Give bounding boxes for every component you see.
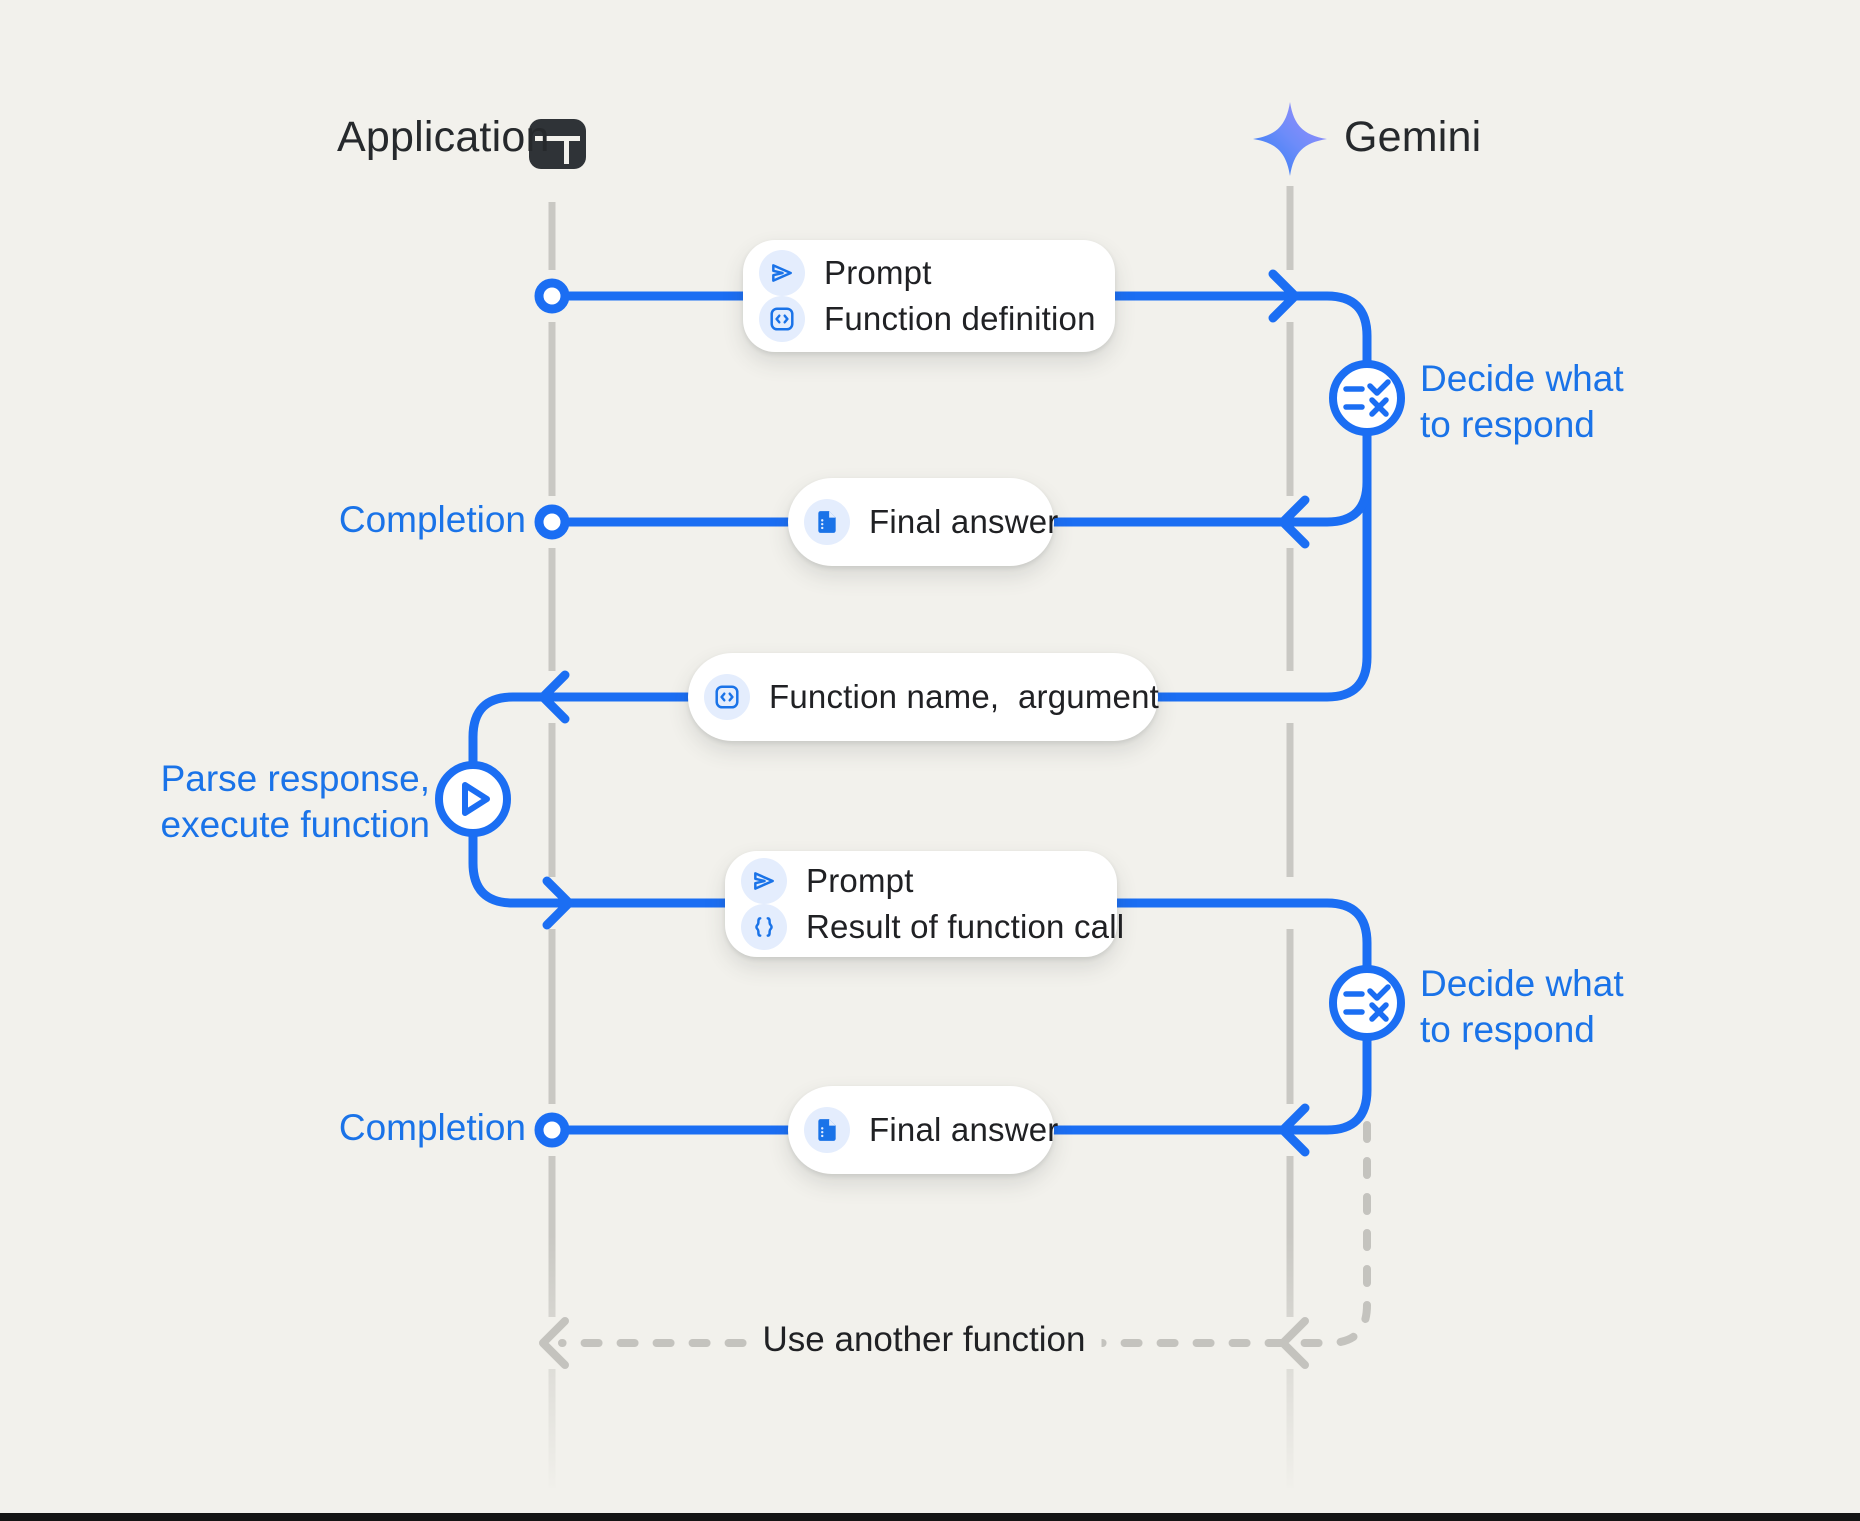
document-icon [804,499,850,545]
app-window-icon [529,119,586,169]
message-row: Function definition [759,296,1095,342]
decide-icon-2 [1329,965,1405,1041]
message-row: Prompt [741,858,1091,904]
decide-label-line: Decide what [1420,963,1624,1004]
decide-label-1: Decide what to respond [1420,356,1624,448]
message-final-answer-1: Final answer [788,478,1058,566]
completion-node-1 [534,504,570,540]
message-label: Prompt [824,254,932,291]
message-prompt-function-definition: Prompt Function definition [743,240,1115,352]
completion-node-2 [534,1112,570,1148]
message-label: Result of function call [806,908,1125,945]
arrowhead-prompt-2 [542,876,574,930]
use-another-function-dashed-path [558,1121,1371,1347]
decide-label-line: to respond [1420,404,1595,445]
message-row: Final answer [804,1106,1058,1154]
arrowhead-final-answer-2 [1278,1103,1310,1157]
message-final-answer-2: Final answer [788,1086,1058,1174]
message-prompt-result: Prompt Result of function call [725,851,1124,957]
use-another-function-label: Use another function [746,1316,1102,1364]
completion-label-1: Completion [338,499,526,540]
code-icon [759,296,805,342]
send-icon [741,858,787,904]
arrowhead-function-name [538,670,570,724]
parse-execute-label: Parse response, execute function [140,756,430,848]
message-label: Final answer [869,503,1059,540]
execute-play-icon [435,761,511,837]
parse-execute-line: Parse response, [160,758,430,799]
message-function-name-argument: Function name, argument [688,653,1159,741]
gemini-sparkle-icon [1253,102,1327,176]
message-label: Function definition [824,300,1096,337]
bottom-edge-bar [0,1513,1860,1521]
message-label: Function name, argument [769,678,1160,715]
message-row: Result of function call [741,904,1124,950]
application-actor-label: Application [337,113,550,161]
dashed-arrowhead-application [539,1317,569,1369]
message-row: Prompt [759,250,1089,296]
final-answer-1-branch [547,477,1372,527]
decide-label-2: Decide what to respond [1420,961,1624,1053]
parse-execute-line: execute function [160,804,430,845]
message-label: Prompt [806,862,914,899]
lifeline-gaps [540,270,1302,1369]
arrowhead-final-answer-1 [1278,495,1310,549]
decide-label-line: Decide what [1420,358,1624,399]
start-node-1 [534,278,570,314]
braces-icon [741,904,787,950]
message-row: Function name, argument [704,673,1159,721]
dashed-arrowhead-gemini [1279,1317,1309,1369]
message-label: Final answer [869,1111,1059,1148]
code-icon [704,674,750,720]
decide-label-line: to respond [1420,1009,1595,1050]
gemini-actor-label: Gemini [1344,113,1482,161]
completion-label-2: Completion [338,1107,526,1148]
send-icon [759,250,805,296]
decide-icon-1 [1329,360,1405,436]
arrowhead-prompt-1 [1268,269,1300,323]
document-icon [804,1107,850,1153]
message-row: Final answer [804,498,1058,546]
